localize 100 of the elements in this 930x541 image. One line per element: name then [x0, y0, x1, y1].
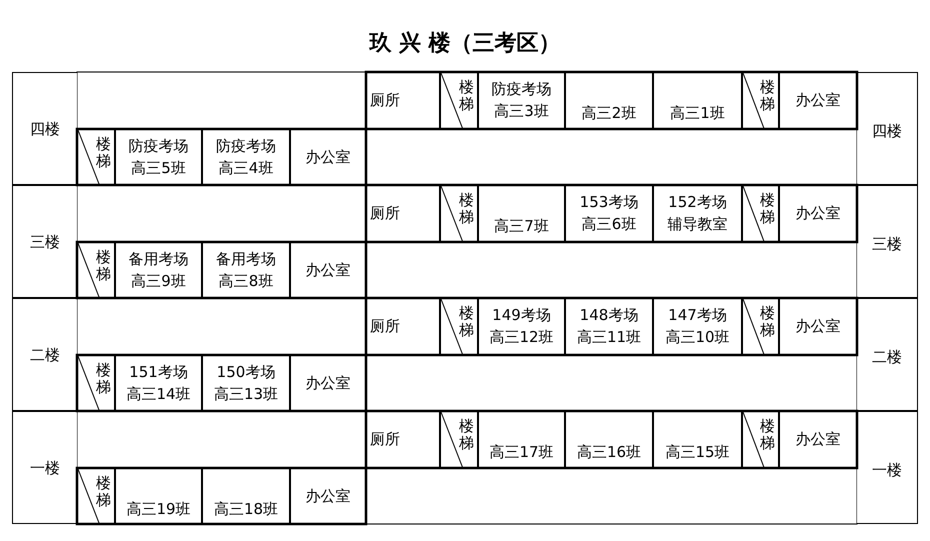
exam-room-label: 153考场: [578, 192, 640, 212]
exam-room-label: 151考场: [128, 362, 189, 382]
class-name: 高三18班: [212, 499, 280, 519]
room-cell: [202, 242, 290, 299]
room-cell: [653, 411, 742, 468]
room-cell: [478, 72, 565, 129]
stairwell-cell: [440, 411, 478, 468]
floor-label: [857, 72, 918, 185]
stairwell-label: 楼梯: [760, 79, 775, 112]
class-name: 高三5班: [130, 158, 187, 178]
room-cell: [202, 355, 290, 412]
stairwell-label: 楼梯: [760, 418, 775, 451]
stairwell-label: 楼梯: [760, 305, 775, 338]
floor-name: 三楼: [871, 234, 903, 254]
room-name: 办公室: [304, 372, 352, 392]
room-name: 办公室: [794, 428, 842, 448]
stairwell-cell: [440, 185, 478, 242]
floor-label: [857, 411, 918, 524]
stairwell-cell: [742, 185, 779, 242]
exam-room-label: 备用考场: [215, 249, 277, 269]
room-cell: [565, 185, 653, 242]
class-name: 高三9班: [130, 271, 187, 291]
class-name: 高三8班: [218, 271, 274, 291]
room-cell: [115, 242, 202, 299]
room-cell: [115, 129, 202, 186]
room-cell: [565, 298, 653, 355]
floor-name: 二楼: [29, 345, 61, 365]
floor-label: [12, 298, 77, 411]
exam-room-label: 150考场: [216, 362, 276, 382]
stairwell-label: 楼梯: [760, 192, 775, 225]
floor-label: [857, 185, 918, 298]
class-name: 高三7班: [493, 216, 550, 236]
class-name: 高三16班: [576, 442, 642, 462]
room-name: 厕所: [370, 428, 401, 448]
class-name: 高三17班: [488, 442, 555, 462]
class-name: 高三1班: [669, 103, 726, 123]
stairwell-label: 楼梯: [96, 475, 111, 508]
exam-room-label: 防疫考场: [490, 79, 552, 99]
floor-label: [12, 185, 77, 298]
floor-label: [857, 298, 918, 411]
exam-room-label: 防疫考场: [128, 136, 190, 156]
stairwell-label: 楼梯: [96, 249, 111, 282]
floor-label: [12, 72, 77, 185]
stairwell-label: 楼梯: [96, 362, 111, 395]
stairwell-label: 楼梯: [459, 418, 474, 451]
room-name: 办公室: [304, 486, 352, 506]
room-cell: [478, 298, 565, 355]
floor-label: [12, 411, 77, 524]
stairwell-cell: [742, 411, 779, 468]
exam-room-label: 备用考场: [128, 249, 190, 269]
stairwell-label: 楼梯: [459, 79, 474, 112]
stairwell-cell: [742, 72, 779, 129]
room-cell: [478, 411, 565, 468]
room-cell: [202, 129, 290, 186]
room-cell: [653, 185, 742, 242]
exam-room-label: 148考场: [578, 305, 640, 325]
class-name: 高三6班: [580, 214, 638, 234]
class-name: 高三4班: [218, 158, 274, 178]
room-cell: [565, 411, 653, 468]
class-name: 高三13班: [212, 384, 280, 404]
room-name: 办公室: [794, 316, 842, 336]
floor-name: 一楼: [871, 460, 903, 480]
room-name: 办公室: [794, 90, 842, 110]
room-cell: [202, 468, 290, 525]
class-name: 高三15班: [664, 442, 731, 462]
room-cell: [653, 72, 742, 129]
room-name: 厕所: [370, 316, 401, 336]
room-cell: [115, 468, 202, 525]
stairwell-cell: [440, 72, 478, 129]
room-cell: [478, 185, 565, 242]
stairwell-label: 楼梯: [459, 192, 474, 225]
floor-name: 二楼: [871, 347, 903, 367]
class-name: 高三10班: [664, 327, 731, 347]
room-name: 办公室: [794, 202, 842, 222]
room-cell: [653, 298, 742, 355]
room-name: 厕所: [370, 202, 401, 222]
exam-room-label: 147考场: [667, 305, 728, 325]
room-name: 办公室: [304, 146, 352, 166]
stairwell-label: 楼梯: [96, 136, 111, 169]
stairwell-label: 楼梯: [459, 305, 474, 338]
stairwell-cell: [440, 298, 478, 355]
class-name: 高三11班: [576, 327, 642, 347]
room-cell: [565, 72, 653, 129]
floor-name: 三楼: [29, 232, 61, 252]
exam-room-label: 152考场: [667, 192, 728, 212]
floor-name: 四楼: [871, 121, 903, 141]
class-name: 高三2班: [580, 103, 638, 123]
class-name: 高三12班: [488, 327, 555, 347]
class-name: 辅导教室: [666, 214, 728, 234]
room-name: 厕所: [370, 90, 401, 110]
exam-room-label: 防疫考场: [215, 136, 277, 156]
class-name: 高三19班: [125, 499, 192, 519]
title: 玖 兴 楼（三考区）: [368, 30, 562, 58]
class-name: 高三14班: [125, 384, 192, 404]
stairwell-cell: [742, 298, 779, 355]
exam-room-label: 149考场: [491, 305, 552, 325]
room-cell: [115, 355, 202, 412]
floor-name: 一楼: [29, 458, 61, 478]
room-name: 办公室: [304, 260, 352, 280]
floor-name: 四楼: [29, 119, 61, 139]
